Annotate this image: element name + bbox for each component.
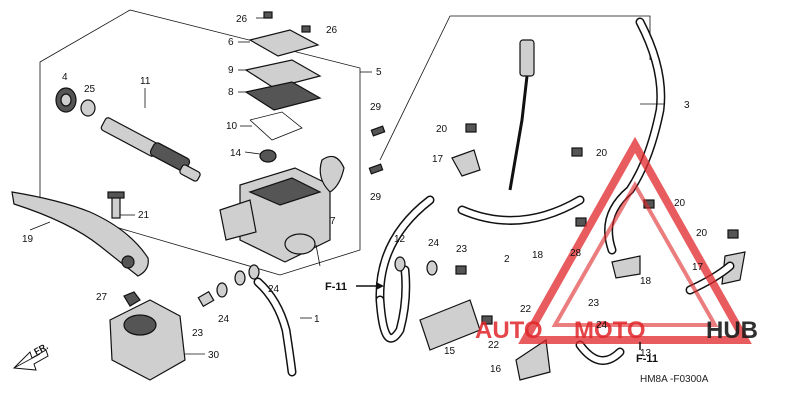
oil-seal bbox=[55, 87, 77, 113]
sensor-cable bbox=[508, 39, 535, 191]
leader-lines bbox=[29, 17, 665, 355]
callout-17a: 17 bbox=[432, 154, 444, 165]
ref-label-f11-a: F-11 bbox=[325, 281, 347, 293]
hose-bracket-outline bbox=[379, 15, 651, 161]
watermark-text-auto: AUTO bbox=[475, 317, 543, 344]
callout-8: 8 bbox=[228, 87, 234, 98]
bolt-washers-left bbox=[197, 264, 260, 308]
callout-7: 7 bbox=[330, 216, 336, 227]
callout-22b: 22 bbox=[520, 304, 532, 315]
callout-28: 28 bbox=[570, 248, 582, 259]
diagram-code: HM8A -F0300A bbox=[640, 374, 709, 385]
callout-17b: 17 bbox=[692, 262, 704, 273]
callout-24a: 24 bbox=[218, 314, 230, 325]
callout-14: 14 bbox=[230, 148, 242, 159]
nut bbox=[123, 291, 141, 307]
callout-23a: 23 bbox=[192, 328, 204, 339]
master-cylinder-body bbox=[219, 167, 331, 263]
callout-labels: 26 26 6 9 8 10 14 5 4 25 11 29 29 7 19 2… bbox=[22, 14, 708, 375]
brake-hose-3 bbox=[604, 17, 666, 255]
watermark-text-hub: HUB bbox=[706, 317, 758, 344]
callout-18b: 18 bbox=[640, 276, 652, 287]
callout-24c: 24 bbox=[428, 238, 440, 249]
reference-arrows bbox=[356, 282, 641, 350]
callout-20d: 20 bbox=[696, 228, 708, 239]
pivot-bolt bbox=[107, 191, 125, 219]
boot bbox=[80, 99, 96, 117]
callout-20a: 20 bbox=[436, 124, 448, 135]
callout-22a: 22 bbox=[488, 340, 500, 351]
callout-24d: 24 bbox=[596, 320, 608, 331]
bolts bbox=[394, 123, 739, 325]
callout-15: 15 bbox=[444, 346, 456, 357]
callout-29a: 29 bbox=[370, 102, 382, 113]
reservoir-cap bbox=[244, 29, 322, 141]
callout-20b: 20 bbox=[596, 148, 608, 159]
callout-3: 3 bbox=[684, 100, 690, 111]
callout-26b: 26 bbox=[326, 25, 338, 36]
callout-10: 10 bbox=[226, 121, 238, 132]
callout-11: 11 bbox=[140, 76, 151, 87]
callout-1: 1 bbox=[314, 314, 320, 325]
callout-26a: 26 bbox=[236, 14, 248, 25]
callout-24b: 24 bbox=[268, 284, 280, 295]
callout-20c: 20 bbox=[674, 198, 686, 209]
brake-hose-1 bbox=[253, 277, 297, 377]
callout-16: 16 bbox=[490, 364, 502, 375]
ref-label-f11-b: F-11 bbox=[636, 353, 658, 365]
callout-18a: 18 bbox=[532, 250, 544, 261]
master-cylinder-group-outline bbox=[39, 9, 372, 276]
callout-21: 21 bbox=[138, 210, 150, 221]
callout-19: 19 bbox=[22, 234, 34, 245]
callout-25: 25 bbox=[84, 84, 96, 95]
callout-30: 30 bbox=[208, 350, 220, 361]
callout-4: 4 bbox=[62, 72, 68, 83]
callout-5: 5 bbox=[376, 67, 382, 78]
callout-12: 12 bbox=[394, 234, 406, 245]
watermark-text-moto: MOTO bbox=[574, 317, 646, 344]
brake-lever bbox=[11, 191, 149, 277]
forward-arrow bbox=[12, 349, 49, 371]
clamps-brackets bbox=[419, 149, 746, 381]
callout-2: 2 bbox=[504, 254, 510, 265]
small-parts bbox=[259, 11, 386, 193]
callout-23b: 23 bbox=[456, 244, 468, 255]
watermark-logo: AUTO MOTO HUB bbox=[475, 136, 758, 344]
callout-23c: 23 bbox=[588, 298, 600, 309]
callout-27: 27 bbox=[96, 292, 108, 303]
callout-9: 9 bbox=[228, 65, 234, 76]
callout-6: 6 bbox=[228, 37, 234, 48]
callout-13: 13 bbox=[640, 348, 652, 359]
piston-set bbox=[100, 117, 201, 182]
handlebar-holder bbox=[109, 299, 186, 381]
callout-29b: 29 bbox=[370, 192, 382, 203]
